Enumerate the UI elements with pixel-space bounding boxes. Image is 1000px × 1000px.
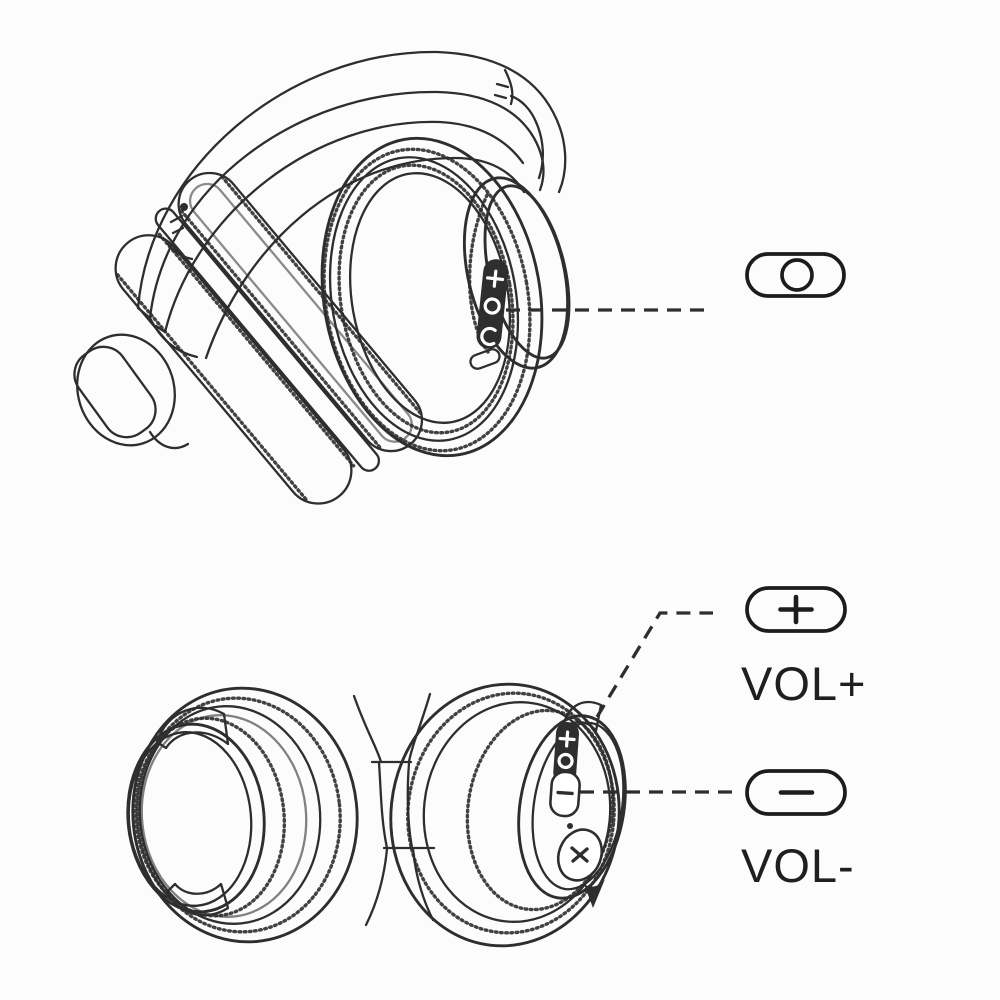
folded-left-earcup xyxy=(126,686,359,944)
vol-up-label: VOL+ xyxy=(741,657,867,710)
folded-strip-plus-icon xyxy=(558,730,576,748)
folded-strip-power-icon xyxy=(557,752,574,770)
headphones-perspective-view xyxy=(73,50,571,505)
strip-c-icon xyxy=(480,326,497,347)
multifunction-lower-button xyxy=(556,823,605,908)
control-strip xyxy=(476,259,509,349)
headphones-folded-flat-view xyxy=(126,682,627,948)
volume-up-leader-line xyxy=(595,611,713,718)
volume-down-callout xyxy=(745,769,847,816)
headband-right-hinge xyxy=(493,68,544,180)
right-earcup xyxy=(320,136,571,458)
left-earcup xyxy=(73,171,424,505)
volume-up-callout xyxy=(745,586,847,633)
folded-right-earcup-top-tab xyxy=(561,700,603,733)
power-button-icon xyxy=(780,258,814,292)
vol-down-label: VOL- xyxy=(741,839,855,892)
folded-left-earcup-bottom-tab xyxy=(165,882,230,917)
folded-left-earcup-top-tab xyxy=(155,706,230,750)
folded-control-strip xyxy=(553,722,579,784)
power-button-callout xyxy=(745,252,846,298)
strip-power-icon xyxy=(483,297,501,315)
plus-icon xyxy=(778,594,814,625)
folded-right-earcup xyxy=(389,682,627,948)
strip-plus-icon xyxy=(485,269,505,288)
left-earcup-pad xyxy=(73,333,190,450)
volume-down-button xyxy=(549,770,581,818)
